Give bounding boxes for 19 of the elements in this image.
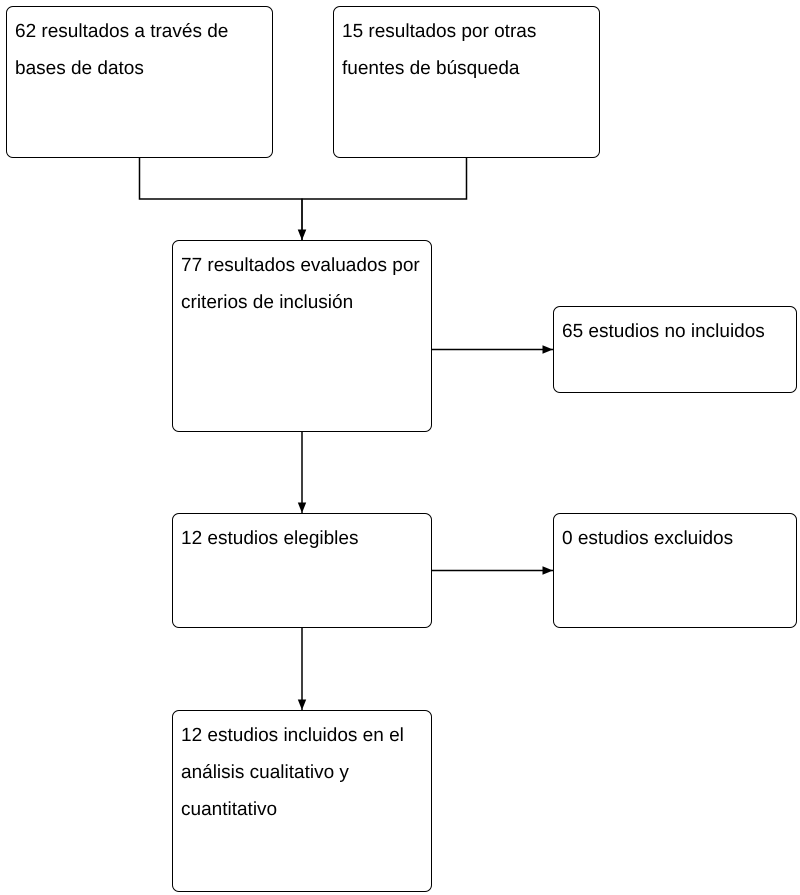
box-text: 77 resultados evaluados por criterios de inclusión (181, 254, 421, 315)
arrow (298, 432, 306, 513)
process-box (172, 710, 432, 892)
box-text: 62 resultados a través de bases de datos (15, 20, 230, 81)
box-text: 12 estudios incluidos en el análisis cualitativo y cuantitativo (181, 724, 405, 822)
process-box (553, 513, 797, 628)
box-text: 65 estudios no incluidos (562, 320, 766, 344)
arrow (298, 158, 468, 240)
process-box (6, 6, 273, 158)
arrow (432, 345, 553, 354)
box-text: 15 resultados por otras fuentes de búsqueda (342, 20, 538, 81)
box-text: 0 estudios excluidos (562, 527, 734, 551)
process-box (172, 240, 432, 432)
process-box (333, 6, 600, 158)
process-box (553, 306, 797, 393)
process-box (172, 513, 432, 628)
box-text: 12 estudios elegibles (181, 527, 360, 551)
arrow (298, 628, 306, 710)
arrow (432, 566, 553, 575)
